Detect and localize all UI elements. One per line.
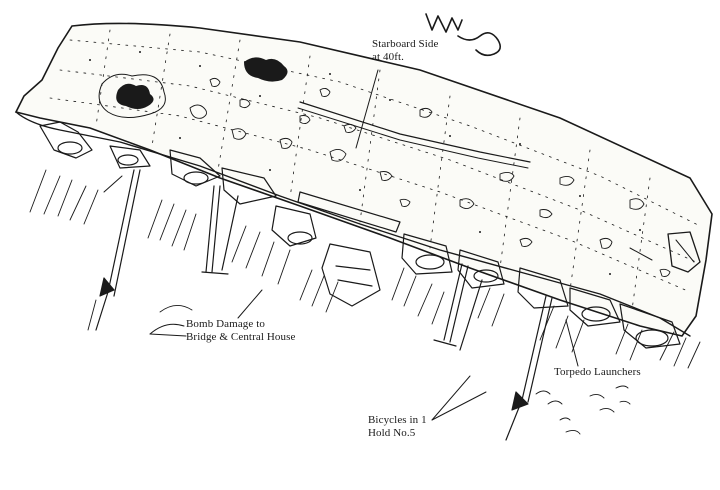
label-bicycles-line-2: Hold No.5 xyxy=(368,427,416,439)
label-torpedo-launchers: Torpedo Launchers xyxy=(554,366,664,379)
bomb-label-scribble xyxy=(149,323,187,337)
label-torpedo-line-1: Torpedo Launchers xyxy=(554,366,641,378)
seabed-grass xyxy=(29,169,701,435)
ship-hull xyxy=(14,22,713,337)
leader-lines xyxy=(103,69,653,421)
label-bomb-damage: Bomb Damage to Bridge & Central House xyxy=(186,318,296,344)
label-starboard-line-1: Starboard Side xyxy=(372,38,439,50)
label-starboard-side: Starboard Side at 40ft. xyxy=(372,38,442,64)
superstructure-debris xyxy=(39,121,681,441)
label-bicycles: Bicycles in 1 Hold No.5 xyxy=(368,414,438,440)
label-bomb-line-1: Bomb Damage to xyxy=(186,318,265,330)
compass-scribble xyxy=(425,13,502,57)
label-bomb-line-2: Bridge & Central House xyxy=(186,331,296,343)
label-starboard-line-2: at 40ft. xyxy=(372,51,404,63)
label-bicycles-line-1: Bicycles in 1 xyxy=(368,414,427,426)
